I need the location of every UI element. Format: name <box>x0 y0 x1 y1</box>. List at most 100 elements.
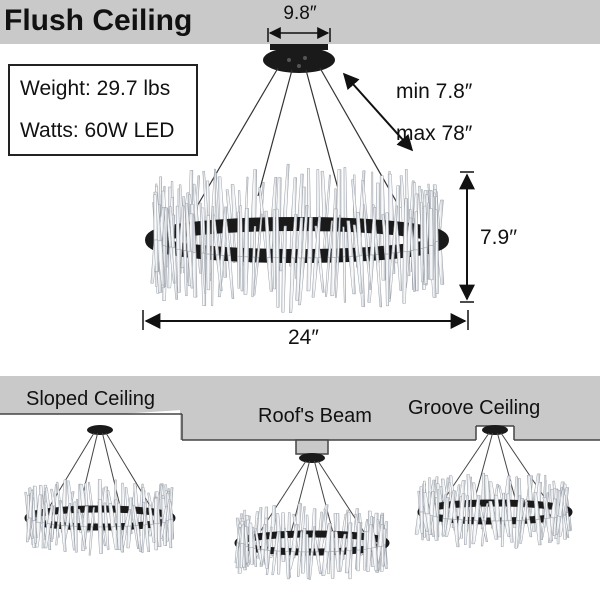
crystal-prism <box>355 255 363 294</box>
main-suspension-wires <box>195 67 401 209</box>
crystal-prism <box>308 551 314 580</box>
crystal-prism <box>144 524 151 553</box>
crystal-prism <box>356 549 361 572</box>
crystal-prism <box>494 494 501 522</box>
diameter-dimension <box>142 310 469 330</box>
crystal-prism <box>334 256 340 298</box>
crystal-prism <box>41 522 45 549</box>
crystal-prism <box>365 255 372 290</box>
crystal-prism <box>334 551 341 572</box>
crystal-prism <box>206 215 211 255</box>
crystal-prism <box>133 525 140 550</box>
main-crystals-front <box>150 190 439 313</box>
canopy-width-dimension <box>267 27 331 42</box>
crystal-prism <box>141 524 146 554</box>
crystal-prism <box>526 519 533 538</box>
crystal-prism <box>295 257 302 301</box>
fixture-canopy <box>299 453 325 463</box>
crystal-prism <box>153 239 159 272</box>
crystal-prism <box>237 255 241 289</box>
crystal-prism <box>363 531 367 550</box>
crystal-prism <box>428 245 434 281</box>
crystal-prism <box>301 551 307 574</box>
suspension-wire <box>496 432 518 505</box>
crystal-prism <box>135 525 142 553</box>
crystal-prism <box>503 520 511 537</box>
crystal-prism <box>321 551 330 576</box>
crystal-prism <box>420 248 424 283</box>
groove-ceiling-label: Groove Ceiling <box>408 397 541 419</box>
crystal-prism <box>266 257 274 292</box>
crystal-prism <box>490 520 499 540</box>
crystal-prism <box>468 520 472 548</box>
suspension-wire <box>105 432 153 511</box>
crystal-prism <box>275 257 280 308</box>
crystal-prism <box>316 169 320 223</box>
crystal-prism <box>464 495 469 521</box>
crystal-prism <box>324 257 331 297</box>
lower-ceiling-profile <box>0 376 600 455</box>
pendant-fixture <box>24 425 176 556</box>
chain-min-label: min 7.8″ <box>396 80 473 103</box>
fixture-canopy <box>482 425 508 435</box>
crystal-prism <box>257 549 264 566</box>
crystal-prism <box>149 524 156 543</box>
weight-spec: Weight: 29.7 lbs <box>20 77 171 100</box>
crystal-prism <box>153 497 159 525</box>
crystal-prism <box>330 257 337 297</box>
crystal-prism <box>441 518 446 537</box>
crystal-prism <box>239 256 244 292</box>
crystal-prism <box>50 524 55 543</box>
main-ring-band <box>145 217 449 263</box>
crystal-prism <box>276 550 281 575</box>
crystal-prism <box>110 526 119 551</box>
crystal-prism <box>367 254 375 303</box>
crystal-prism <box>285 551 290 580</box>
sloped-ceiling-label: Sloped Ceiling <box>26 388 155 410</box>
main-canopy <box>263 44 335 73</box>
crystal-prism <box>419 511 424 534</box>
crystal-prism <box>385 212 390 255</box>
page-title: Flush Ceiling <box>4 4 193 37</box>
crystal-prism <box>306 257 313 292</box>
crystal-prism <box>366 548 372 572</box>
crystal-prism <box>243 256 249 295</box>
crystal-prism <box>375 254 383 308</box>
crystal-prism <box>298 257 306 306</box>
crystal-prism <box>282 163 290 223</box>
crystal-prism <box>104 526 110 550</box>
roofs-beam-label: Roof's Beam <box>258 405 372 427</box>
pendant-fixture <box>234 453 390 580</box>
crystal-prism <box>325 174 331 223</box>
crystal-prism <box>167 519 173 549</box>
crystal-prism <box>387 173 395 228</box>
crystal-prism <box>563 514 570 538</box>
small-fixtures <box>24 425 573 580</box>
crystal-prism <box>348 256 356 295</box>
crystal-prism <box>535 519 542 546</box>
pendant-fixture <box>414 425 573 549</box>
crystal-prism <box>251 256 256 298</box>
crystal-prism <box>168 246 176 284</box>
crystal-prism <box>519 519 526 544</box>
crystal-prism <box>206 253 211 291</box>
crystal-prism <box>371 547 379 571</box>
crystal-prism <box>263 549 269 569</box>
crystal-prism <box>252 548 258 567</box>
crystal-prism <box>243 208 249 258</box>
crystal-prism <box>237 211 241 257</box>
crystal-prism <box>239 205 244 257</box>
crystal-prism <box>414 249 419 292</box>
crystal-prism <box>25 517 32 543</box>
crystal-prism <box>513 476 518 504</box>
height-label: 7.9′′ <box>480 226 518 249</box>
fixture-canopy <box>87 425 113 435</box>
crystal-prism <box>215 254 223 291</box>
crystal-prism <box>317 257 325 293</box>
spec-box: Weight: 29.7 lbs Watts: 60W LED <box>8 64 198 156</box>
crystal-prism <box>541 518 547 538</box>
crystal-prism <box>69 525 76 551</box>
crystal-prism <box>311 257 319 298</box>
chain-max-label: max 78″ <box>396 122 473 145</box>
